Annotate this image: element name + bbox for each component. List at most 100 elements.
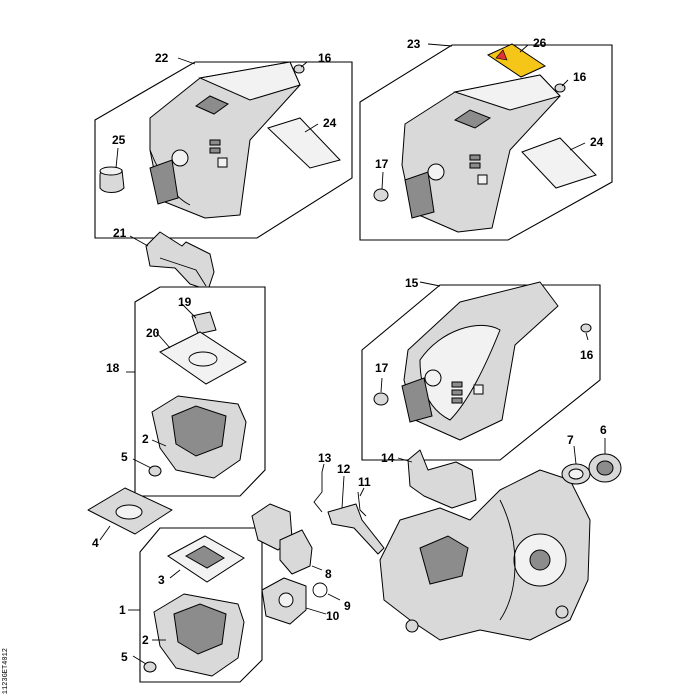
filter-group-18 <box>126 286 266 497</box>
callout-8: 8 <box>325 567 332 581</box>
warning-triangle-icon <box>495 49 508 61</box>
leader-21 <box>129 235 149 247</box>
gasket-3-opening <box>184 545 225 569</box>
handle-opening-22 <box>149 159 179 205</box>
filter-base-cavity-1 <box>173 603 227 655</box>
knob-25-top <box>99 166 123 176</box>
seal-strip-24-left <box>267 117 341 169</box>
leader-23 <box>427 43 453 47</box>
callout-18: 18 <box>106 361 120 375</box>
callout-15: 15 <box>405 276 419 290</box>
choke-knob-15 <box>424 369 442 387</box>
shroud-panel-15 <box>419 324 501 421</box>
rod-13 <box>313 472 323 513</box>
logo-plate-23 <box>477 174 488 185</box>
grommet-16-mid <box>580 323 592 333</box>
leader-16a <box>300 61 308 68</box>
bracket-21 <box>129 231 215 291</box>
shroud-group-22 <box>94 57 353 239</box>
reference-code: 1123GET4012 <box>2 647 10 694</box>
callout-13: 13 <box>318 451 332 465</box>
choke-knob-22 <box>171 149 189 167</box>
crankshaft-bore <box>529 549 551 571</box>
mount-boss-b <box>555 605 569 619</box>
filter-hole-20 <box>188 351 218 367</box>
callout-10: 10 <box>326 609 340 623</box>
screw-5-lower <box>143 661 157 673</box>
vent-slot-15b <box>451 389 463 396</box>
mount-boss-a <box>405 619 419 633</box>
leader-5a <box>132 458 152 469</box>
callout-6: 6 <box>600 423 607 437</box>
callout-5-b: 5 <box>121 650 128 664</box>
leader-17b <box>380 377 383 393</box>
crankcase-rib <box>499 499 516 621</box>
cylinder-port <box>419 535 469 585</box>
leader-25 <box>115 147 119 169</box>
screw-5-upper <box>148 465 162 477</box>
leader-20 <box>155 331 171 349</box>
callout-7: 7 <box>567 433 574 447</box>
shroud-group-15 <box>361 281 601 461</box>
vent-slot-22a <box>209 139 221 146</box>
bracket-21-body <box>145 231 215 291</box>
logo-plate-22 <box>217 157 228 168</box>
callout-26: 26 <box>533 36 547 50</box>
vent-slot-23b <box>469 162 481 169</box>
shroud-vent-22 <box>194 95 230 115</box>
grommet-17-mid <box>373 392 389 406</box>
leader-16c <box>585 332 589 341</box>
heat-shield-14-body <box>407 449 477 509</box>
carburetor-bore <box>278 592 294 608</box>
spring-11 <box>357 491 367 517</box>
callout-14: 14 <box>381 451 395 465</box>
callout-11: 11 <box>358 475 371 489</box>
callout-24-b: 24 <box>590 135 604 149</box>
leader-9 <box>327 593 341 601</box>
leader-11 <box>359 487 365 497</box>
crankcase <box>379 469 591 641</box>
lever-12 <box>327 503 385 555</box>
callout-4: 4 <box>92 536 99 550</box>
callout-20: 20 <box>146 326 160 340</box>
handle-opening-23 <box>404 171 435 219</box>
shroud-top-22 <box>198 61 301 101</box>
clip-19 <box>191 311 217 335</box>
vent-slot-22b <box>209 147 221 154</box>
filter-group-1 <box>128 527 263 683</box>
callout-25: 25 <box>112 133 126 147</box>
bracket-21-edge <box>159 257 207 287</box>
callout-9: 9 <box>344 599 351 613</box>
logo-plate-15 <box>473 384 484 395</box>
leader-24a <box>304 123 319 133</box>
leader-24b <box>569 142 586 151</box>
leader-7 <box>573 445 577 465</box>
leader-12 <box>341 475 345 509</box>
callout-2-a: 2 <box>142 432 149 446</box>
grommet-16-top-right <box>554 83 566 93</box>
leader-13 <box>321 463 325 473</box>
callout-17-a: 17 <box>375 157 389 171</box>
callout-23: 23 <box>407 37 421 51</box>
vent-slot-23a <box>469 154 481 161</box>
leader-5b <box>132 655 147 665</box>
shroud-vent-23 <box>453 109 492 129</box>
callout-19: 19 <box>178 295 192 309</box>
seal-strip-24-right <box>521 137 597 189</box>
leader-19 <box>181 303 197 319</box>
vent-slot-15a <box>451 381 463 388</box>
shroud-top-23 <box>453 74 561 111</box>
filter-plate-4 <box>87 487 173 541</box>
spacer-8 <box>279 529 313 575</box>
callout-3: 3 <box>158 573 165 587</box>
leader-17a <box>381 171 384 190</box>
callout-16-a: 16 <box>318 51 332 65</box>
leader-10 <box>305 607 327 615</box>
leader-15 <box>419 281 441 287</box>
housing-cavity-18 <box>171 405 227 457</box>
bearing-parts <box>561 438 622 485</box>
leader-14 <box>397 457 413 463</box>
callout-12: 12 <box>337 462 351 476</box>
leader-4 <box>99 525 111 541</box>
